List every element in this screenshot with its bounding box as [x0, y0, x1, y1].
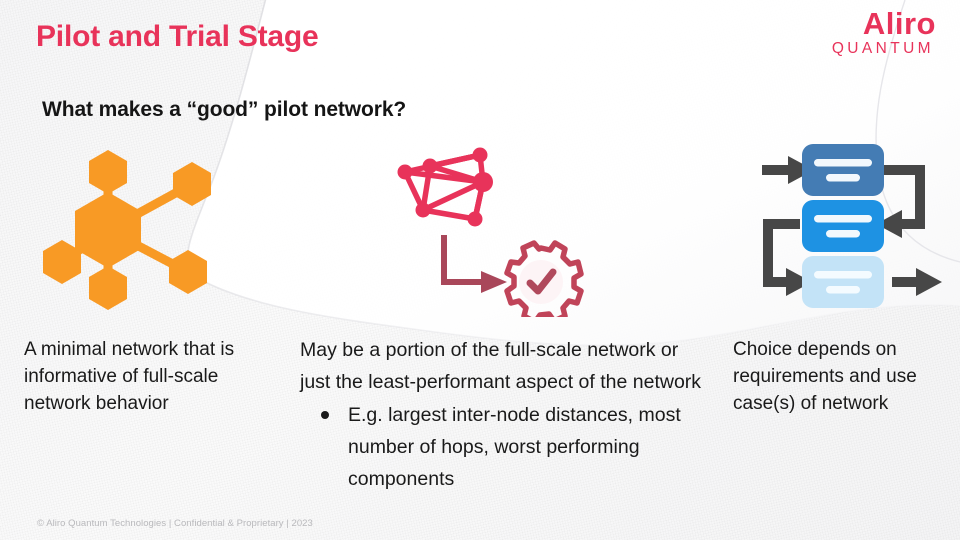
column-middle-lead: May be a portion of the full-scale netwo…	[300, 339, 702, 393]
topology-to-gear-check-icon	[397, 147, 584, 317]
slide-subtitle: What makes a “good” pilot network?	[42, 98, 407, 121]
logo-wordmark: Aliro	[862, 6, 936, 41]
flowchart-box-1	[802, 144, 884, 196]
flowchart-box-3	[802, 256, 884, 308]
column-left-text: A minimal network that is informative of…	[24, 339, 235, 414]
flowchart-box-2	[802, 200, 884, 252]
column-middle-text: May be a portion of the full-scale netwo…	[300, 334, 704, 495]
column-middle-bullet-list: E.g. largest inter-node distances, most …	[300, 399, 704, 495]
page-title: Pilot and Trial Stage	[36, 20, 319, 53]
column-right-text: Choice depends on requirements and use c…	[733, 339, 917, 414]
list-item: E.g. largest inter-node distances, most …	[300, 399, 704, 495]
flowchart-arrows	[762, 165, 925, 287]
bullet-dot-icon	[321, 411, 329, 419]
flowchart-arrowheads	[786, 156, 942, 296]
flowchart-process-icon	[762, 144, 942, 308]
footer-copyright: © Aliro Quantum Technologies | Confident…	[37, 518, 313, 529]
hexagon-node-network-icon	[43, 150, 211, 310]
aliro-quantum-logo: Aliro QUANTUM	[832, 8, 936, 57]
gear-check-icon	[504, 240, 584, 317]
list-item-label: E.g. largest inter-node distances, most …	[348, 404, 681, 490]
logo-subword: QUANTUM	[831, 40, 934, 57]
elbow-arrow-icon	[441, 235, 507, 293]
mesh-topology-graph	[397, 147, 493, 227]
